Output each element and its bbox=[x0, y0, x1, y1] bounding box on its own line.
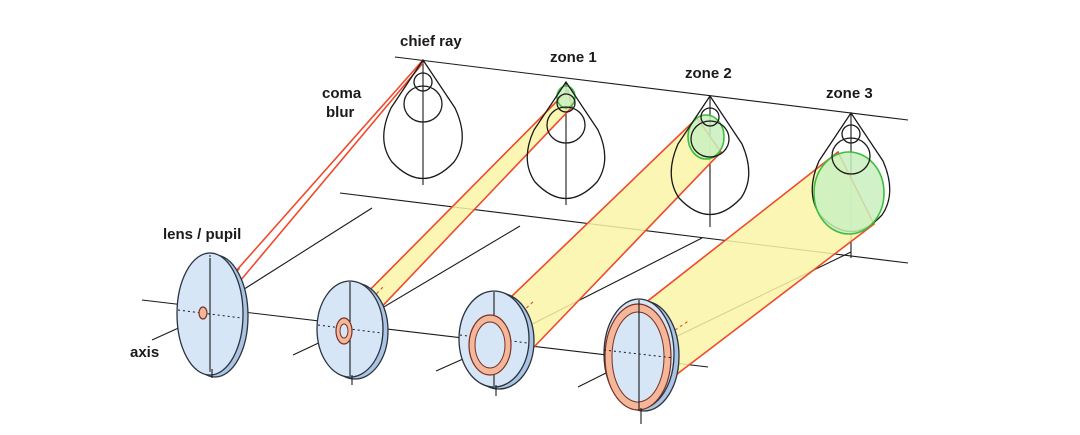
label-zone-3: zone 3 bbox=[826, 85, 873, 102]
label-zone-1: zone 1 bbox=[550, 49, 597, 66]
chief-ray bbox=[204, 59, 424, 319]
lens-disc-1 bbox=[176, 252, 249, 378]
label-axis: axis bbox=[130, 344, 159, 361]
coma-drop-chief bbox=[383, 58, 463, 180]
lens-disc-3 bbox=[458, 290, 535, 396]
coma-drop-zone2 bbox=[670, 94, 750, 216]
coma-drop-zone3 bbox=[811, 111, 891, 235]
label-blur: blur bbox=[326, 104, 354, 121]
coma-drop-zone1 bbox=[526, 80, 606, 200]
lens-disc-4 bbox=[603, 298, 680, 424]
lens-disc-2 bbox=[316, 280, 389, 385]
label-chief-ray: chief ray bbox=[400, 33, 462, 50]
label-zone-2: zone 2 bbox=[685, 65, 732, 82]
label-lens-pupil: lens / pupil bbox=[163, 226, 241, 243]
label-coma: coma bbox=[322, 85, 362, 102]
